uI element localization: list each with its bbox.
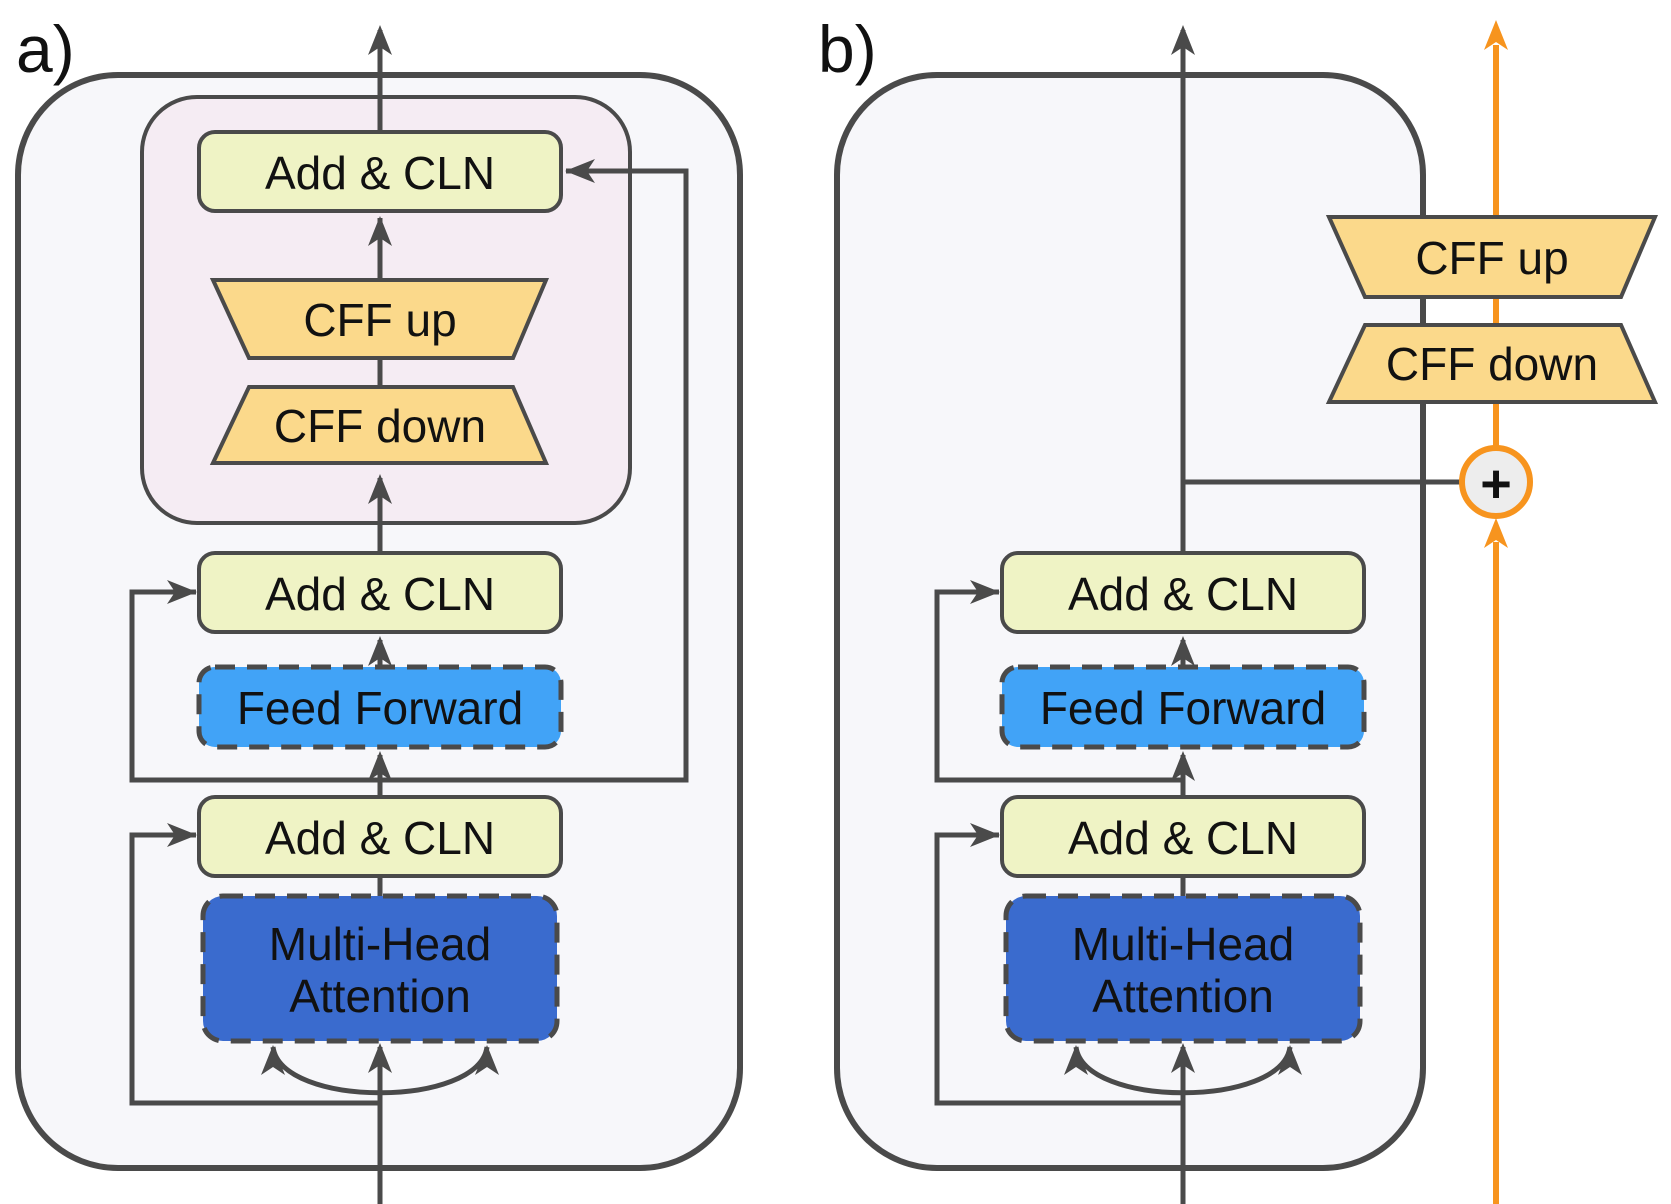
panel-a-label: a) [16, 12, 75, 86]
panel-b-multi-head-attention-box [1003, 893, 1363, 1044]
panel-a-mha-label-line2: Attention [289, 970, 471, 1022]
panel-b-mha-label-line2: Attention [1092, 970, 1274, 1022]
panel-b-feed-forward-label: Feed Forward [1040, 682, 1326, 734]
panel-a-add-cln-mid-label: Add & CLN [265, 568, 495, 620]
panel-a-qkv-arc [270, 1046, 490, 1096]
panel-a-add-cln-top-label: Add & CLN [265, 147, 495, 199]
panel-b-mha-residual [934, 832, 1183, 1106]
panel-b-add-cln-bottom-label: Add & CLN [1068, 812, 1298, 864]
panel-a-feed-forward-label: Feed Forward [237, 682, 523, 734]
panel-b: b) CFF up CFF down Add & CLN Feed Forwar… [818, 12, 1659, 1204]
panel-a-add-cln-bottom-label: Add & CLN [265, 812, 495, 864]
panel-a-mha-residual [129, 832, 380, 1106]
panel-a-add-cln-bottom-box [197, 795, 563, 878]
panel-a-cff-and-ff-residual [129, 168, 689, 783]
panel-b-cff-up-label: CFF up [1415, 232, 1568, 284]
panel-a-mha-label-line1: Multi-Head [269, 918, 491, 970]
panel-a-add-cln-mid-box [197, 551, 563, 634]
panel-a-cff-up-trapezoid [209, 278, 550, 360]
panel-b-add-cln-bottom-box [1000, 795, 1366, 878]
panel-a-add-cln-top-box [197, 130, 563, 213]
panel-a-multi-head-attention-box [200, 893, 560, 1044]
plus-symbol: + [1480, 454, 1512, 514]
panel-b-cff-up-trapezoid [1325, 215, 1659, 299]
panel-b-cff-down-label: CFF down [1386, 338, 1598, 390]
panel-b-qkv-arc [1073, 1046, 1293, 1096]
panel-b-add-cln-top-box [1000, 551, 1366, 634]
panel-a-cff-down-trapezoid [209, 385, 550, 465]
panel-b-ff-residual [934, 589, 1183, 783]
panel-b-cff-down-trapezoid [1325, 323, 1659, 404]
panel-a-feed-forward-box [196, 664, 564, 750]
panel-b-add-cln-top-label: Add & CLN [1068, 568, 1298, 620]
panel-b-label: b) [818, 12, 877, 86]
panel-a: a) Add & CLN CFF up CFF down Add & CLN F… [15, 12, 743, 1204]
panel-a-flow-lines [129, 30, 689, 1204]
panel-b-mha-label-line1: Multi-Head [1072, 918, 1294, 970]
panel-a-cff-down-label: CFF down [274, 400, 486, 452]
panel-a-cff-up-label: CFF up [303, 294, 456, 346]
sum-circle [1459, 445, 1533, 519]
panel-b-feed-forward-box [999, 664, 1367, 750]
